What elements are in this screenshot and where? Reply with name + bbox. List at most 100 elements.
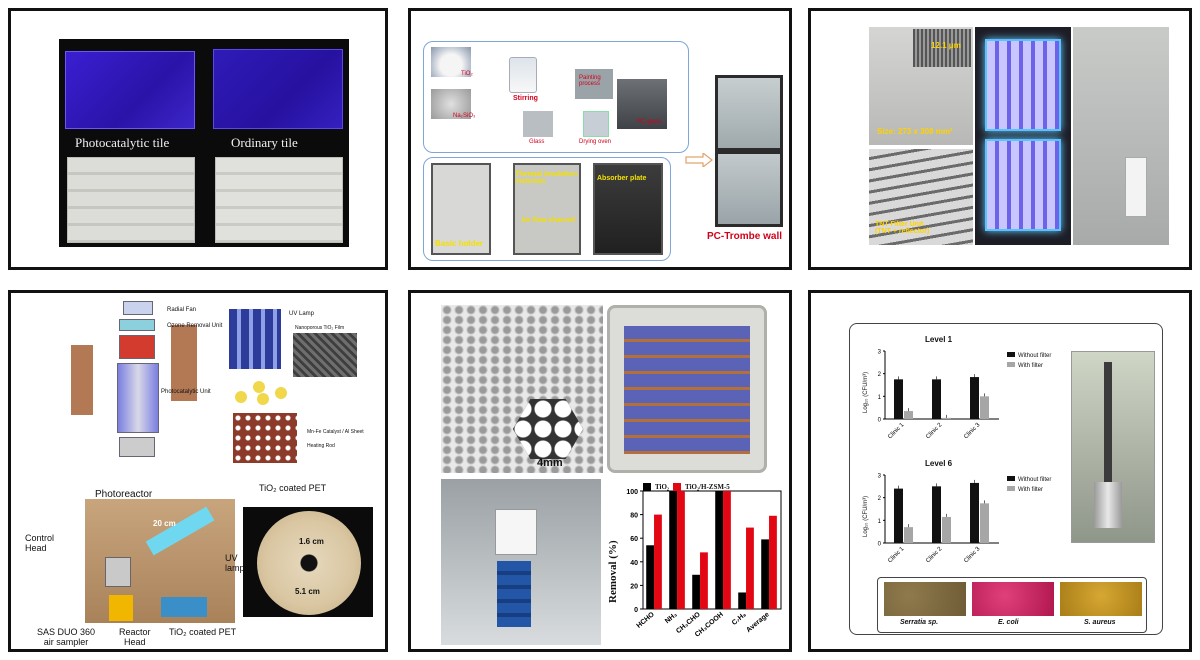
reactor-setup-photo — [441, 479, 601, 645]
basic-holder-photo — [431, 163, 491, 255]
na2sio3-label: Na₂SiO₃ — [453, 113, 476, 119]
sem-inset — [913, 29, 971, 67]
dist-20-label: 20 cm — [153, 519, 176, 528]
bar-without-filter — [894, 488, 903, 543]
y-tick-label: 0 — [878, 542, 882, 548]
level1-legend: Without filter With filter — [1007, 351, 1051, 371]
drying-oven-photo — [583, 111, 609, 137]
photocatalytic-ceramic-tile — [67, 157, 195, 243]
y-tick-label: 0 — [878, 418, 882, 424]
y-tick-label: 3 — [878, 474, 882, 480]
painting-label: Painting process — [579, 75, 601, 87]
legend-swatch-zsm5 — [673, 483, 682, 491]
x-tick-label: Clinic 2 — [925, 422, 944, 441]
preparation-process-box — [423, 41, 689, 153]
clinic-filter-photo — [1071, 351, 1155, 543]
filter-unit-label: TNT Filter Unit (TNT + reflector) — [875, 221, 930, 235]
x-tick-label: HCHO — [635, 611, 656, 630]
bar-tio2 — [669, 491, 678, 609]
ordinary-tile-label: Ordinary tile — [231, 135, 298, 150]
photocatalytic-tile-label: Photocatalytic tile — [75, 135, 170, 150]
legend-label-zsm5: TiO₂/H-ZSM-5 — [685, 483, 730, 491]
bar-zsm5 — [677, 491, 685, 609]
assembly-box — [423, 157, 671, 261]
level6-ylabel: Log₁₀ (CFU/m³) — [863, 495, 869, 537]
bar-zsm5 — [700, 552, 708, 609]
uv-panels-photo — [975, 27, 1071, 245]
x-tick-label: C₇H₈ — [731, 611, 748, 627]
ordinary-glass-tile — [213, 49, 343, 129]
tio2-pet-bottom-label: TiO₂ coated PET — [169, 627, 237, 637]
sampler-base — [109, 595, 133, 621]
x-tick-label: Clinic 1 — [887, 422, 906, 441]
legend-without-filter-l6: Without filter — [1018, 477, 1052, 483]
removal-ylabel: Removal (%) — [607, 540, 619, 603]
beads-inset — [513, 399, 583, 459]
bar-without-filter — [970, 482, 979, 543]
plate-saureus — [1060, 582, 1142, 616]
ordinary-ceramic-tile — [215, 157, 343, 243]
bar-with-filter — [942, 417, 951, 419]
y-tick-label: 0 — [634, 607, 638, 614]
filter-unit-photo: TNT Filter Unit (TNT + reflector) — [869, 149, 973, 245]
panel-tiles: Photocatalytic tile Ordinary tile — [8, 8, 388, 270]
uv-panel-top — [985, 39, 1061, 131]
removal-chart-bars — [646, 491, 777, 609]
legend-with-filter-l6: With filter — [1018, 487, 1044, 493]
pc-glass-label: PC-glass — [637, 119, 662, 125]
uv-lamp-array — [229, 309, 281, 369]
legend-label-tio2: TiO₂ — [655, 483, 670, 491]
removal-legend: TiO₂ TiO₂/H-ZSM-5 — [643, 483, 730, 491]
catalyst-label: Mn-Fe Catalyst / Al Sheet — [307, 429, 364, 435]
bar-zsm5 — [723, 491, 731, 609]
clinic-figure-card — [849, 323, 1163, 635]
uv-lamp-small-label: UV Lamp — [289, 311, 315, 317]
bar-tio2 — [715, 491, 724, 609]
y-tick-label: 100 — [626, 489, 638, 496]
y-tick-label: 1 — [878, 519, 882, 525]
control-head — [105, 557, 131, 587]
x-tick-label: NH₃ — [664, 611, 679, 625]
stirring-label: Stirring — [513, 95, 538, 102]
bar-without-filter — [894, 379, 903, 419]
uv-lamp-label: UV lamp — [225, 553, 245, 573]
radial-fan-label: Radial Fan — [167, 307, 197, 313]
bar-without-filter — [932, 379, 941, 419]
photocatalytic-glass-tile — [65, 51, 195, 129]
dim-16-label: 1.6 cm — [299, 537, 324, 546]
glass-label: Glass — [529, 139, 545, 145]
white-box-unit — [495, 509, 537, 555]
saureus-label: S. aureus — [1084, 619, 1116, 626]
thermal-insulation-label: Thermal insulation materials — [515, 171, 578, 185]
legend-without-filter: Without filter — [1018, 353, 1052, 359]
removal-chart-axes — [640, 490, 782, 610]
bar-zsm5 — [769, 515, 777, 609]
bar-with-filter — [980, 503, 989, 543]
air-purifier-unit — [1125, 157, 1147, 217]
legend-with-filter: With filter — [1018, 363, 1044, 369]
level6-legend: Without filter With filter — [1007, 475, 1051, 495]
x-tick-label: Average — [745, 611, 771, 634]
bar-zsm5 — [654, 514, 662, 609]
bar-with-filter — [904, 527, 913, 543]
absorber-plate-label: Absorber plate — [597, 175, 647, 182]
bar-with-filter — [904, 411, 913, 419]
x-tick-label: Clinic 2 — [925, 546, 944, 565]
filter-module-photo — [607, 305, 767, 473]
reactor-tube — [145, 506, 215, 556]
sampler-photo — [85, 499, 235, 623]
pet-film — [161, 597, 207, 617]
bar-with-filter — [942, 516, 951, 543]
blue-stool — [497, 561, 531, 627]
tio2-pet-top-label: TiO₂ coated PET — [259, 483, 327, 493]
test-chamber-photo — [1073, 27, 1169, 245]
catalyst-block — [233, 413, 297, 463]
reactor-top-view-photo: 1.6 cm 5.1 cm — [243, 507, 373, 617]
level6-title: Level 6 — [925, 459, 953, 468]
trombe-wall-label: PC-Trombe wall — [707, 231, 783, 242]
level1-title: Level 1 — [925, 335, 953, 344]
